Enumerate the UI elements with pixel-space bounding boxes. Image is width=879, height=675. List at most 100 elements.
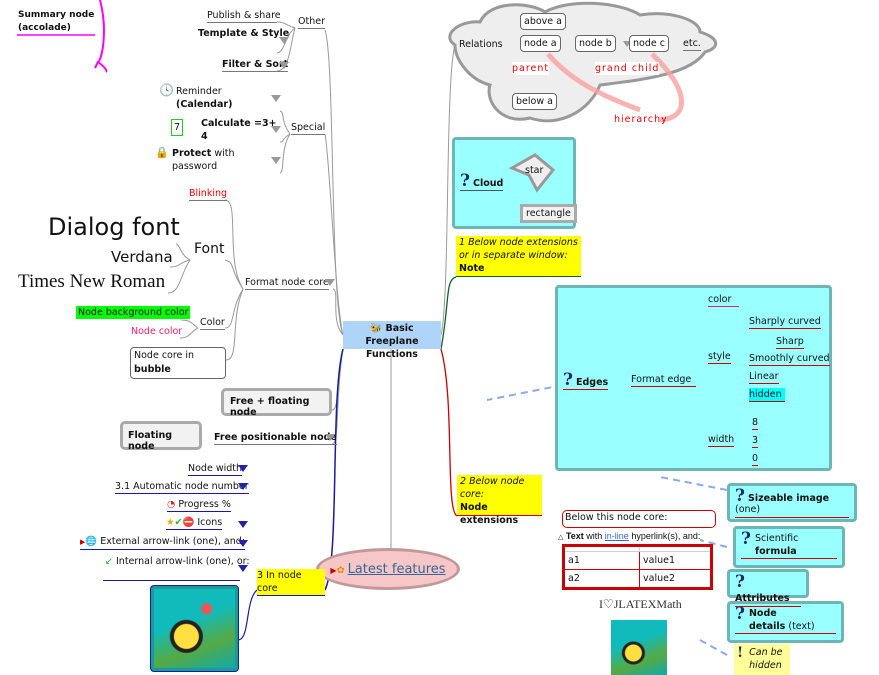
node-rectangle[interactable]: rectangle — [520, 204, 577, 223]
style-smoothly-curved[interactable]: Smoothly curved — [749, 353, 830, 366]
star-shape — [508, 153, 556, 193]
node-edge-style[interactable]: style — [708, 351, 731, 364]
node-cloud[interactable]: ? Cloud — [460, 173, 504, 191]
node-edge-width[interactable]: width — [708, 434, 735, 447]
node-calculate[interactable]: Calculate =3+4 — [201, 117, 277, 143]
node-number[interactable]: 3.1 Automatic node number — [115, 481, 249, 494]
node-attributes[interactable]: ? Attributes — [727, 569, 809, 607]
node-relations[interactable]: Relations — [459, 39, 503, 50]
node-other[interactable]: Other — [298, 16, 325, 29]
node-external-link[interactable]: ▶🌐 External arrow-link (one), and: — [80, 535, 245, 550]
width-0[interactable]: 0 — [752, 453, 759, 466]
node-internal-link[interactable]: ↙ Internal arrow-link (one), or: — [105, 555, 250, 568]
node-c[interactable]: node c — [629, 35, 669, 52]
help-icon: ? — [741, 529, 751, 549]
style-hidden[interactable]: hidden — [749, 388, 785, 402]
fold-icon[interactable] — [623, 41, 631, 47]
node-cloud-box[interactable]: ? Cloud star rectangle — [452, 137, 577, 229]
fold-icon[interactable] — [238, 540, 248, 547]
width-8[interactable]: 8 — [752, 417, 759, 430]
collapse-icon[interactable]: △ — [558, 534, 564, 541]
width-3[interactable]: 3 — [752, 435, 759, 448]
node-bgcolor[interactable]: Node background color — [76, 306, 191, 319]
fold-icon[interactable] — [238, 565, 248, 572]
node-times[interactable]: Times New Roman — [18, 271, 166, 292]
style-linear[interactable]: Linear — [749, 371, 779, 384]
table-cell[interactable]: a2 — [563, 569, 640, 589]
node-etc[interactable]: etc. — [683, 38, 701, 51]
details-line1: Node — [748, 608, 777, 619]
node-star[interactable]: star — [525, 165, 544, 176]
calc-formula-end: 4 — [201, 131, 208, 142]
node-free-floating[interactable]: Free + floating node — [221, 388, 332, 418]
node-free-positionable[interactable]: Free positionable node — [214, 432, 337, 445]
node-latest-features[interactable]: ▶✿ Latest features — [316, 548, 460, 590]
icons-label: Icons — [197, 517, 223, 528]
node-below-a[interactable]: below a — [512, 93, 557, 110]
fold-icon[interactable] — [271, 126, 281, 133]
node-nodecolor[interactable]: Node color — [131, 326, 183, 337]
internal-link-label: Internal arrow-link (one), or: — [116, 556, 250, 567]
node-progress[interactable]: ◔ Progress % — [167, 498, 231, 512]
node-publish-share[interactable]: Publish & share — [207, 10, 281, 23]
fold-icon[interactable] — [279, 62, 289, 69]
table-cell[interactable]: a1 — [563, 551, 640, 570]
summary-node[interactable]: Summary node(accolade) — [18, 9, 94, 35]
inline-link[interactable]: in-line — [604, 531, 629, 541]
style-sharp[interactable]: Sharp — [776, 336, 804, 349]
node-color[interactable]: Color — [200, 317, 225, 330]
node-reminder[interactable]: Reminder(Calendar) — [176, 85, 232, 111]
fold-icon[interactable] — [271, 95, 281, 102]
node-floating[interactable]: Floating node — [120, 421, 202, 452]
node-edges[interactable]: ? Edges — [563, 370, 609, 390]
node-a[interactable]: node a — [520, 35, 561, 52]
node-format-core[interactable]: Format node core — [245, 277, 329, 290]
fold-icon[interactable] — [279, 37, 289, 44]
fold-icon[interactable] — [238, 483, 248, 490]
fold-icon[interactable] — [325, 279, 335, 286]
reminder-label: Reminder — [176, 86, 222, 97]
node-dialog-font[interactable]: Dialog font — [48, 213, 180, 241]
edges-label: Edges — [576, 377, 609, 388]
node-edge-color[interactable]: color — [708, 293, 740, 307]
node-special[interactable]: Special — [291, 122, 326, 135]
summary-line2: (accolade) — [18, 23, 71, 33]
help-icon: ? — [735, 604, 745, 624]
node-icons[interactable]: ★✔⛔ Icons — [166, 516, 223, 530]
node-filter-sort[interactable]: Filter & Sort — [222, 59, 289, 72]
node-sizeable-image[interactable]: ? Sizeable image (one) — [727, 483, 857, 522]
fold-icon[interactable] — [325, 434, 335, 441]
bee-image — [150, 585, 239, 672]
relations-cloud — [448, 1, 718, 123]
latest-features-link[interactable]: Latest features — [347, 562, 446, 577]
style-sharply-curved[interactable]: Sharply curved — [749, 316, 821, 329]
node-above-a[interactable]: above a — [520, 13, 566, 30]
node-width[interactable]: Node width — [188, 463, 242, 476]
fold-icon[interactable] — [238, 521, 248, 528]
node-format-edge[interactable]: Format edge — [631, 373, 697, 387]
table-cell[interactable]: value2 — [639, 569, 712, 589]
table-cell[interactable]: value1 — [639, 551, 712, 570]
node-font[interactable]: Font — [194, 241, 225, 257]
node-below-core[interactable]: Below this node core: — [562, 510, 716, 528]
node-template-style[interactable]: Template & Style — [198, 28, 290, 39]
node-verdana[interactable]: Verdana — [111, 248, 173, 266]
help-icon: ? — [563, 370, 573, 390]
node-blinking[interactable]: Blinking — [189, 188, 228, 201]
node-b[interactable]: node b — [575, 35, 616, 52]
bubble-line2: bubble — [134, 364, 171, 375]
fold-icon[interactable] — [238, 465, 248, 472]
arrow-link-icon: ▶ — [80, 538, 86, 546]
details-line2: details — [748, 621, 786, 632]
fold-icon[interactable] — [271, 157, 281, 164]
node-edges-box[interactable] — [555, 285, 832, 471]
